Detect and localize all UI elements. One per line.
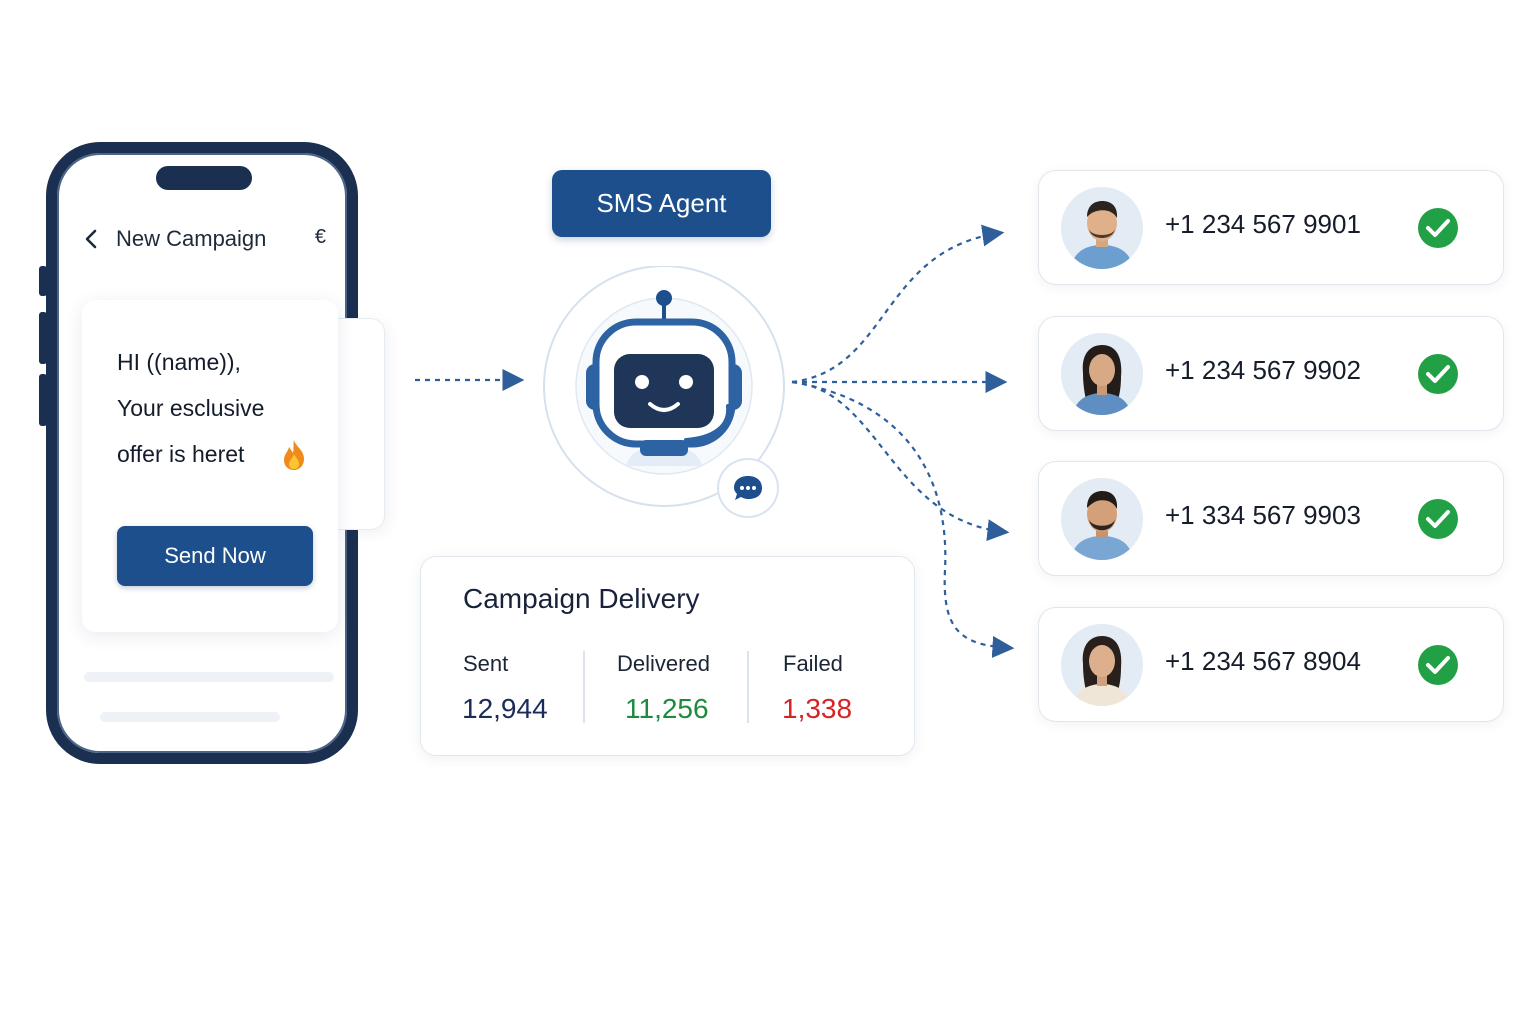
- stat-value-failed: 1,338: [782, 693, 853, 724]
- recipient-phone-number: +1 234 567 9901: [1165, 209, 1361, 239]
- chevron-left-icon[interactable]: [80, 227, 104, 251]
- fire-icon: [284, 440, 304, 470]
- phone-side-button: [39, 374, 47, 426]
- phone-side-button: [39, 266, 47, 296]
- page-title: New Campaign: [116, 226, 267, 251]
- blurred-content: [84, 672, 334, 682]
- recipient-card[interactable]: +1 234 567 9902: [1038, 316, 1504, 431]
- message-card-edge: [338, 318, 385, 530]
- campaign-header: New Campaign €: [80, 222, 330, 256]
- stat-label-delivered: Delivered: [617, 651, 710, 676]
- blurred-content: [100, 712, 280, 722]
- female-avatar-icon: [1061, 624, 1143, 706]
- header-extra-glyph: €: [314, 226, 326, 248]
- stat-divider: [747, 651, 749, 723]
- delivered-check-icon: [1418, 645, 1458, 685]
- male-avatar-icon: [1061, 478, 1143, 560]
- recipient-card[interactable]: +1 234 567 9901: [1038, 170, 1504, 285]
- avatar: [1061, 478, 1143, 560]
- stat-divider: [583, 651, 585, 723]
- delivered-check-icon: [1418, 499, 1458, 539]
- male-avatar-icon: [1061, 187, 1143, 269]
- delivered-check-icon: [1418, 354, 1458, 394]
- delivered-check-icon: [1418, 208, 1458, 248]
- phone-side-button: [39, 312, 47, 364]
- chat-bubble-icon: [734, 476, 762, 500]
- stat-value-sent: 12,944: [462, 693, 548, 724]
- avatar: [1061, 624, 1143, 706]
- recipient-phone-number: +1 334 567 9903: [1165, 500, 1361, 530]
- recipient-card[interactable]: +1 234 567 8904: [1038, 607, 1504, 722]
- campaign-delivery-card: Campaign Delivery Sent 12,944 Delivered …: [420, 556, 915, 756]
- agent-label: SMS Agent: [552, 170, 771, 237]
- chat-badge: [717, 458, 779, 518]
- send-now-button[interactable]: Send Now: [117, 526, 313, 586]
- female-avatar-icon: [1061, 333, 1143, 415]
- stat-value-delivered: 11,256: [625, 693, 709, 724]
- message-line: Your esclusive: [117, 395, 265, 421]
- message-line: offer is heret: [117, 441, 245, 467]
- delivery-title: Campaign Delivery: [463, 583, 700, 614]
- phone-notch: [156, 166, 252, 190]
- stat-label-sent: Sent: [463, 651, 509, 676]
- message-line: HI ((name)),: [117, 349, 241, 375]
- avatar: [1061, 187, 1143, 269]
- recipient-phone-number: +1 234 567 9902: [1165, 355, 1361, 385]
- recipient-card[interactable]: +1 334 567 9903: [1038, 461, 1504, 576]
- connector-agent-to-recipient-1: [791, 224, 1005, 384]
- robot-agent: [538, 265, 790, 518]
- avatar: [1061, 333, 1143, 415]
- connector-agent-to-recipient-3: [791, 380, 1010, 542]
- robot-icon: [543, 265, 785, 507]
- recipient-phone-number: +1 234 567 8904: [1165, 646, 1361, 676]
- stat-label-failed: Failed: [783, 651, 843, 676]
